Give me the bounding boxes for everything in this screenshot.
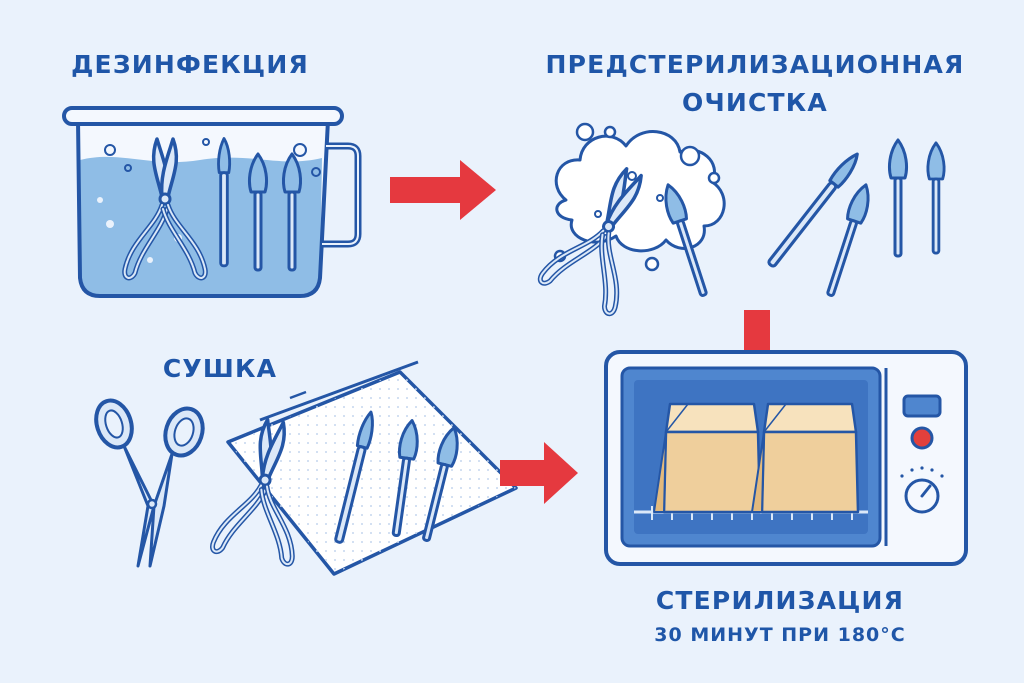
arrow-right-icon bbox=[500, 442, 578, 504]
burr-icon bbox=[887, 138, 909, 258]
towel-icon bbox=[226, 360, 518, 576]
scalpel-icon bbox=[217, 137, 232, 268]
display-icon bbox=[902, 394, 942, 418]
indicator-light-icon bbox=[910, 426, 934, 450]
sterilization-subtitle: 30 МИНУТ ПРИ 180°C bbox=[654, 624, 906, 646]
sterilization-title: СТЕРИЛИЗАЦИЯ bbox=[655, 586, 905, 615]
scissors-icon bbox=[94, 398, 205, 568]
disinfection-bowl-icon bbox=[62, 106, 362, 298]
drying-title: СУШКА bbox=[162, 354, 278, 383]
disinfection-title: ДЕЗИНФЕКЦИЯ bbox=[71, 50, 309, 79]
precleaning-title-line1: ПРЕДСТЕРИЛИЗАЦИОННАЯ bbox=[545, 50, 965, 79]
arrow-right-icon bbox=[390, 160, 496, 220]
burr-icon bbox=[820, 180, 876, 300]
dry-heat-oven-icon bbox=[604, 350, 968, 566]
paper-bag-icon bbox=[652, 402, 762, 514]
paper-bag-icon bbox=[750, 402, 860, 514]
precleaning-title-line2: ОЧИСТКА bbox=[682, 88, 828, 117]
burr-icon bbox=[926, 141, 946, 255]
